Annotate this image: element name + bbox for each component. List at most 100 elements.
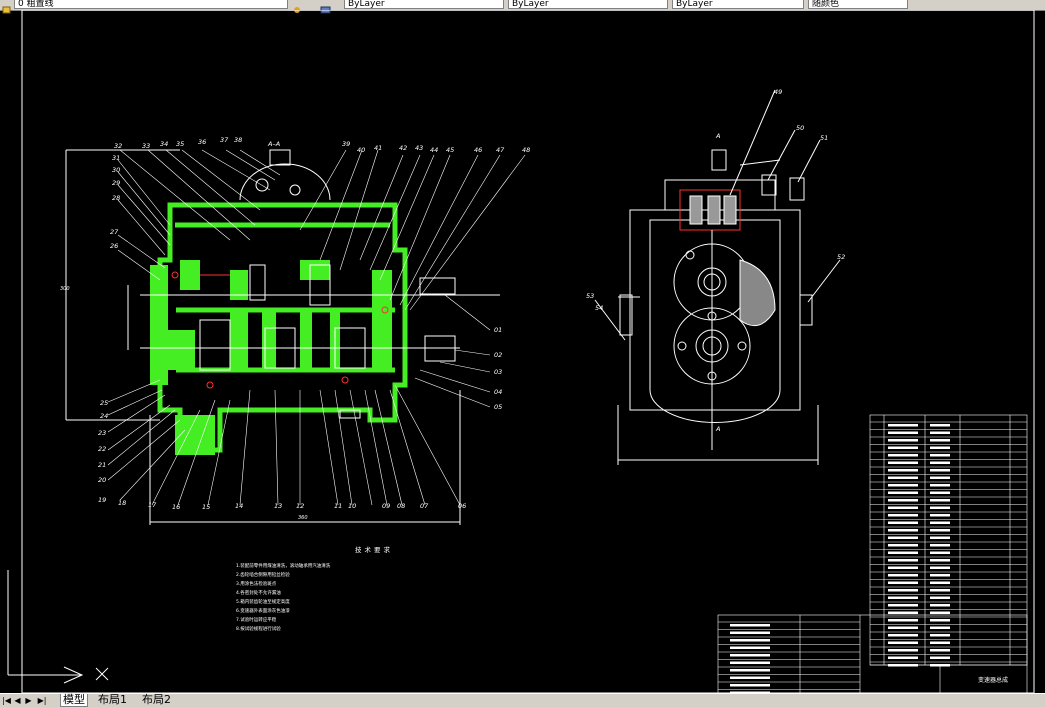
tech-line: 2.齿轮啮合侧隙用铅丝检验 [236,571,290,578]
part-label-52: 52 [837,253,845,261]
layer-dropdown[interactable]: 0 粗置线 [14,0,288,9]
table-cell-text [930,589,950,592]
section-label-a: A [715,132,720,140]
table-cell-text [888,611,918,614]
table-cell-text [888,476,918,479]
table-cell-text [930,551,950,554]
part-label-17: 17 [148,501,157,509]
make-current-icon[interactable] [320,0,331,14]
table-cell-text [930,431,950,434]
part-label-23: 23 [98,429,106,437]
table-cell-text [930,476,950,479]
table-cell-text [888,461,918,464]
title-cell-text [730,669,770,672]
table-cell-text [930,506,950,509]
table-cell-text [888,484,918,487]
part-label-13: 13 [274,502,282,510]
table-cell-text [888,491,918,494]
model-space-canvas[interactable]: 32 33 34 35 36 37 38 39 40 41 42 43 44 4… [0,9,1045,694]
table-cell-text [930,469,950,472]
layer-properties-icon[interactable] [292,0,302,13]
tech-line: 6.变速器外表面涂灰色油漆 [236,607,290,614]
part-label-09: 09 [382,502,390,510]
table-cell-text [888,589,918,592]
table-cell-text [930,499,950,502]
part-label-25: 25 [100,399,108,407]
tab-layout2[interactable]: 布局2 [140,693,173,706]
lineweight-dropdown[interactable]: ByLayer [672,0,804,9]
last-tab-button[interactable]: ▶| [37,696,47,705]
table-cell-text [888,544,918,547]
part-label-38: 38 [234,136,242,144]
table-cell-text [930,514,950,517]
part-label-34: 34 [160,140,168,148]
plotstyle-dropdown[interactable]: 随颜色 [808,0,908,9]
title-cell-text [730,631,770,634]
table-cell-text [888,619,918,622]
parts-list-fills [730,424,950,694]
part-label-46: 46 [474,146,482,154]
table-cell-text [888,566,918,569]
part-label-43: 43 [415,144,423,152]
table-cell-text [930,446,950,449]
part-label-30: 30 [112,166,120,174]
section-label-a-bottom: A [715,425,720,433]
next-tab-button[interactable]: ▶ [25,696,32,705]
part-label-40: 40 [357,146,365,154]
side-section-view [594,89,841,465]
title-cell-text [730,684,770,687]
dim-width-text: 360 [298,515,308,521]
table-cell-text [888,529,918,532]
prev-tab-button[interactable]: ◀ [14,696,21,705]
part-label-42: 42 [399,144,407,152]
part-label-28: 28 [112,194,120,202]
part-label-16: 16 [172,503,180,511]
part-label-12: 12 [296,502,304,510]
table-cell-text [888,506,918,509]
table-cell-text [930,626,950,629]
table-cell-text [888,439,918,442]
tech-line: 1.装配前零件用煤油清洗，滚动轴承用汽油清洗 [236,562,331,569]
linetype-dropdown[interactable]: ByLayer [508,0,668,9]
table-cell-text [930,454,950,457]
table-cell-text [888,649,918,652]
table-cell-text [930,611,950,614]
table-cell-text [888,499,918,502]
part-label-33: 33 [142,142,150,150]
part-label-05: 05 [494,403,502,411]
color-dropdown[interactable]: ByLayer [344,0,504,9]
layer-state-icon[interactable] [2,0,12,14]
part-label-18: 18 [118,499,126,507]
first-tab-button[interactable]: |◀ [2,696,11,705]
table-cell-text [930,619,950,622]
tab-model[interactable]: 模型 [60,694,88,707]
part-label-48: 48 [522,146,530,154]
part-label-06: 06 [458,502,466,510]
main-section-view [65,149,500,525]
part-label-24: 24 [100,412,108,420]
tech-title: 技术要求 [355,545,393,554]
table-cell-text [930,566,950,569]
table-cell-text [930,439,950,442]
tech-requirements: 技术要求 1.装配前零件用煤油清洗，滚动轴承用汽油清洗 2.齿轮啮合侧隙用铅丝检… [236,545,393,632]
title-cell-text [730,646,770,649]
table-cell-text [930,596,950,599]
part-label-14: 14 [235,502,243,510]
part-label-50: 50 [796,124,804,132]
table-cell-text [930,521,950,524]
table-cell-text [930,641,950,644]
part-label-20: 20 [98,476,106,484]
parts-list-table [717,414,1028,694]
table-cell-text [930,634,950,637]
tech-line: 5.箱内装齿轮油至规定高度 [236,598,290,605]
tech-line: 8.按试验规程进行试验 [236,625,281,632]
tab-layout1[interactable]: 布局1 [96,693,129,706]
table-cell-text [888,521,918,524]
part-label-29: 29 [112,179,120,187]
table-cell-text [888,469,918,472]
part-label-31: 31 [112,154,120,162]
table-cell-text [930,574,950,577]
part-label-32: 32 [114,142,122,150]
part-label-41: 41 [374,144,382,152]
part-labels: 32 33 34 35 36 37 38 39 40 41 42 43 44 4… [60,88,845,521]
